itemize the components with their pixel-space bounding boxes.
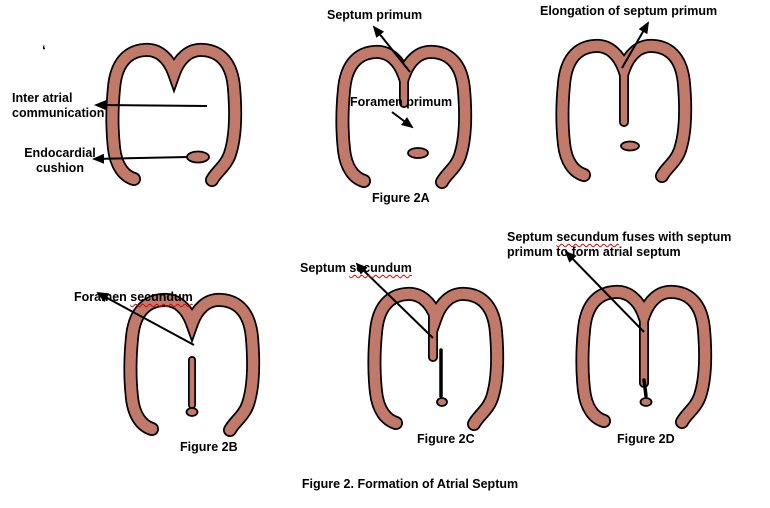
arrow-septum-secundum — [355, 262, 434, 339]
arrow-foramen-secundum — [96, 292, 195, 346]
chamber-figure-2b — [131, 300, 254, 430]
chamber-elongation — [563, 46, 686, 176]
label-septum-fusion-word: secundum — [556, 230, 619, 244]
caption-figure-2a: Figure 2A — [372, 191, 430, 205]
label-foramen-secundum: Foramen secundum — [74, 275, 193, 305]
caption-main: Figure 2. Formation of Atrial Septum — [301, 477, 519, 491]
label-foramen-secundum-word: secundum — [130, 290, 193, 304]
stray-mark: ‘ — [42, 42, 46, 58]
label-septum-fusion-post: fuses with septum primum to form atrial … — [507, 230, 732, 259]
label-endocardial-cushion: Endocardial cushion — [24, 146, 96, 175]
chamber-figure-2d — [583, 292, 706, 422]
label-elongation-of-septum-primum: Elongation of septum primum — [540, 4, 718, 18]
caption-figure-2b: Figure 2B — [180, 440, 238, 454]
label-septum-secundum: Septum secundum — [300, 246, 412, 276]
arrow-foramen-primum — [391, 111, 414, 129]
chamber-figure-2c — [375, 294, 498, 424]
label-septum-secundum-word: secundum — [349, 261, 412, 275]
chamber-primitive-atrium — [113, 50, 236, 180]
arrow-elongation — [621, 21, 650, 69]
arrow-inter-atrial-communication — [94, 100, 208, 111]
label-foramen-primum: Foramen primum — [350, 95, 453, 109]
label-septum-primum: Septum primum — [327, 8, 423, 22]
label-foramen-secundum-pre: Foramen — [74, 290, 131, 304]
chamber-figure-2a — [343, 52, 466, 182]
arrow-endocardial-cushion — [92, 153, 189, 164]
caption-figure-2d: Figure 2D — [617, 432, 675, 446]
label-septum-fusion: Septum secundum fuses with septum primum… — [507, 215, 747, 260]
label-septum-fusion-pre: Septum — [507, 230, 557, 244]
caption-figure-2c: Figure 2C — [417, 432, 475, 446]
arrow-septum-primum — [372, 25, 411, 73]
label-septum-secundum-pre: Septum — [300, 261, 350, 275]
arrow-septum-fusion — [564, 250, 645, 333]
label-inter-atrial-communication: Inter atrial communication — [12, 91, 105, 120]
endocardial-cushion-shape — [186, 150, 210, 164]
